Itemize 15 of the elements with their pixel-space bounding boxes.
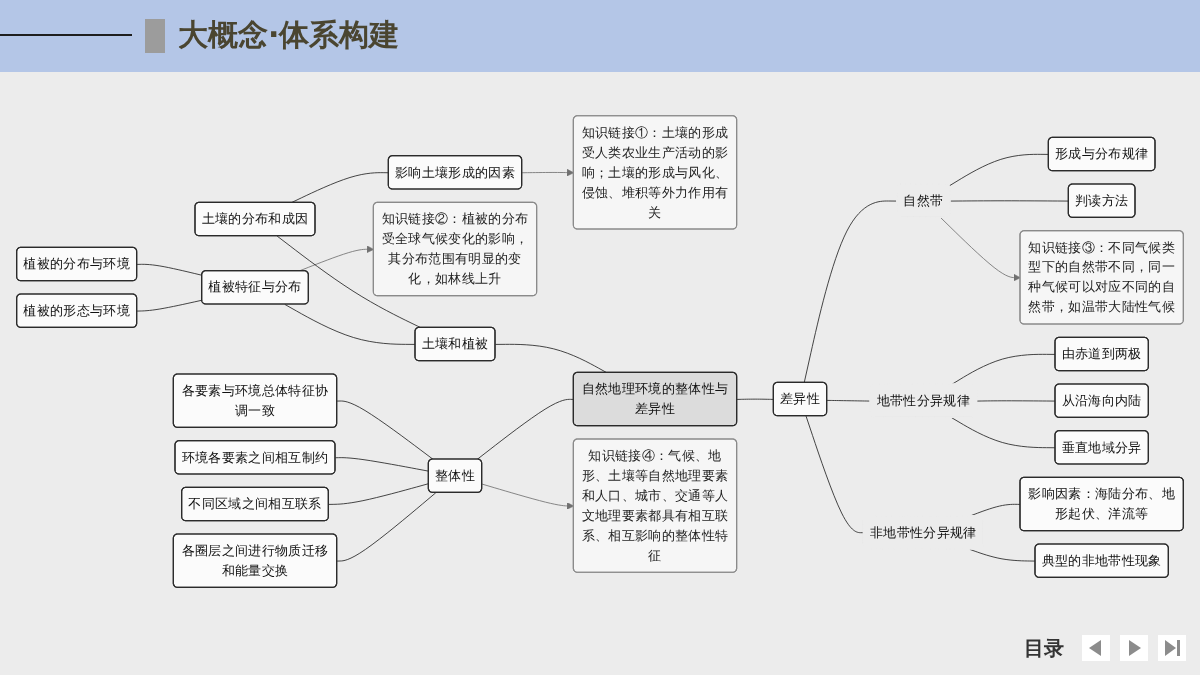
title: 大概念·体系构建 xyxy=(178,16,400,54)
connector xyxy=(336,491,437,561)
connector xyxy=(284,303,416,345)
connector xyxy=(976,399,1056,401)
connector xyxy=(951,416,1056,448)
node-text: 自然带 xyxy=(903,192,944,207)
node-text: 非地带性分异规律 xyxy=(870,524,977,539)
connector xyxy=(826,399,871,401)
connector xyxy=(969,548,1036,561)
connector xyxy=(805,415,865,533)
connector xyxy=(136,299,203,311)
connector xyxy=(336,400,434,460)
node-text: 地带性分异规律 xyxy=(876,392,970,407)
connector xyxy=(803,200,898,383)
contents-link: 目录 xyxy=(1024,634,1064,662)
